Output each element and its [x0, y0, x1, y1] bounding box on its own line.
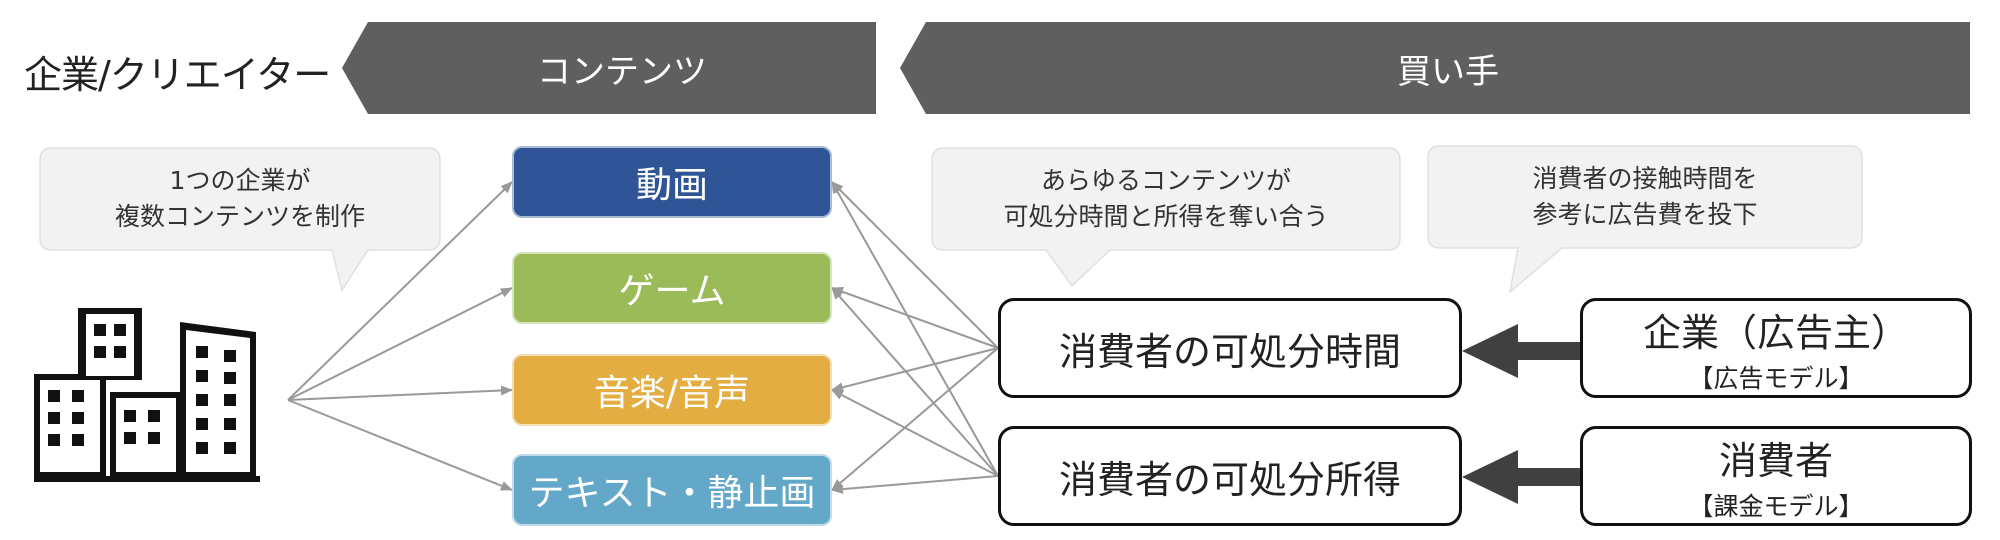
arrow-income-text: [831, 475, 999, 495]
advertise-bubble-line-1: 消費者の接触時間を: [1532, 164, 1758, 193]
compete-bubble-text: あらゆるコンテンツが 可処分時間と所得を奪い合う: [932, 150, 1400, 248]
thick-arrow-advertiser: [1462, 324, 1580, 378]
arrow-company-video: [287, 181, 513, 401]
advertise-bubble: [1427, 145, 1863, 294]
content-video-box: 動画: [512, 146, 832, 218]
consumer-box: 消費者 【課金モデル】: [1580, 426, 1972, 526]
company-bubble-line-1: 1つの企業が: [169, 166, 311, 195]
company-bubble-line-2: 複数コンテンツを制作: [114, 202, 365, 231]
content-game-box: ゲーム: [512, 252, 832, 324]
compete-bubble-line-1: あらゆるコンテンツが: [1040, 166, 1291, 195]
company-bubble: [39, 147, 441, 292]
compete-bubble-line-2: 可処分時間と所得を奪い合う: [1003, 202, 1329, 231]
arrow-company-game: [287, 287, 513, 401]
arrow-time-video: [831, 181, 999, 349]
buyer-banner-label: 買い手: [1397, 51, 1499, 92]
arrow-time-game: [831, 287, 999, 349]
arrow-income-video: [831, 181, 999, 477]
advertise-bubble-line-2: 参考に広告費を投下: [1532, 200, 1758, 229]
arrow-income-music: [831, 389, 999, 477]
company-creator-title: 企業/クリエイター: [24, 52, 331, 97]
company-bubble-text: 1つの企業が 複数コンテンツを制作: [40, 150, 440, 248]
arrow-time-music: [831, 347, 999, 393]
buyer-to-contents-arrows: [831, 181, 999, 495]
arrow-income-game: [831, 287, 999, 477]
content-text-box: テキスト・静止画: [512, 454, 832, 526]
compete-bubble: [931, 147, 1401, 288]
thick-arrow-consumer: [1462, 450, 1580, 504]
company-to-contents-arrows: [287, 181, 513, 491]
content-music-box: 音楽/音声: [512, 354, 832, 426]
advertiser-label: 企業（広告主）: [1642, 310, 1909, 355]
arrow-time-text: [831, 347, 999, 491]
ad-model-label: 【広告モデル】: [1688, 363, 1864, 393]
contents-banner: [342, 22, 876, 114]
consumer-label: 消費者: [1718, 438, 1833, 483]
advertiser-box: 企業（広告主） 【広告モデル】: [1580, 298, 1972, 398]
disposable-time-box: 消費者の可処分時間: [998, 298, 1462, 398]
billing-model-label: 【課金モデル】: [1688, 491, 1864, 521]
arrow-company-music: [287, 385, 513, 401]
contents-banner-label: コンテンツ: [537, 51, 707, 92]
disposable-income-box: 消費者の可処分所得: [998, 426, 1462, 526]
buyer-banner: [900, 22, 1970, 114]
arrow-company-text: [287, 399, 513, 491]
advertise-bubble-text: 消費者の接触時間を 参考に広告費を投下: [1428, 148, 1862, 246]
